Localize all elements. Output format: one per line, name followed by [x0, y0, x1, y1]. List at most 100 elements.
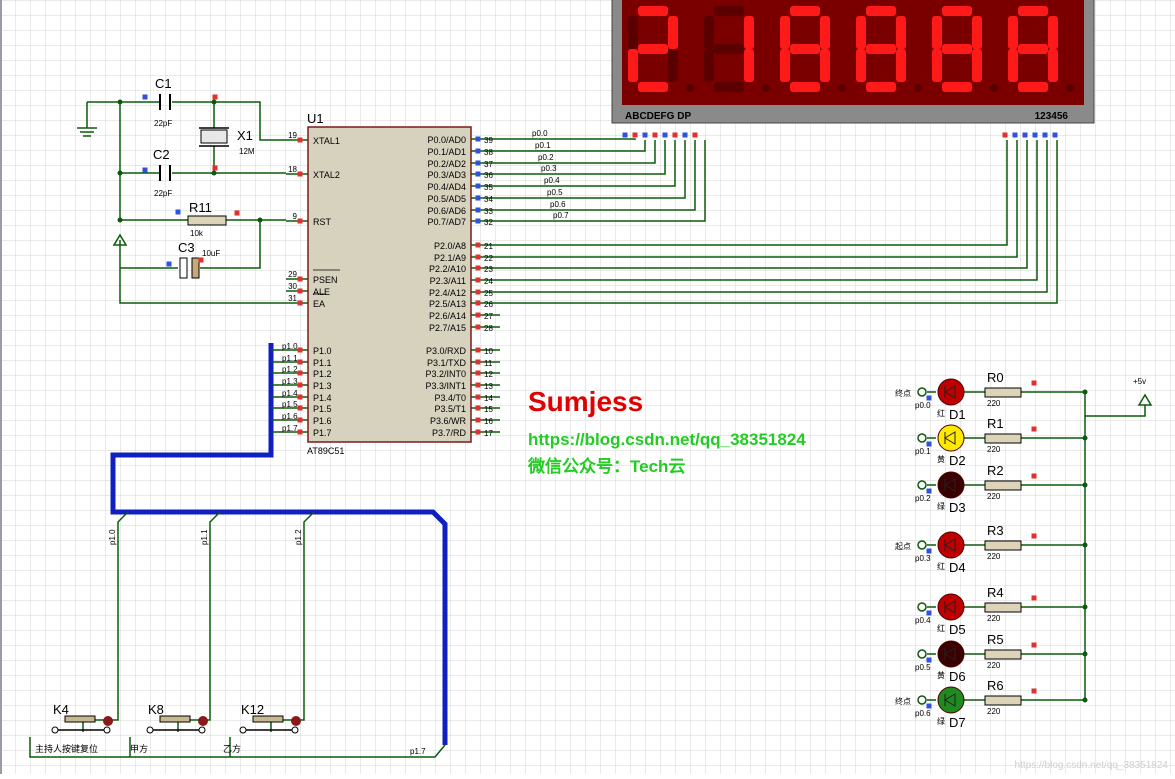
- resistor-R0: [984, 387, 1022, 398]
- wire-p0.2: [500, 140, 656, 164]
- button-cap-K12: [252, 715, 284, 723]
- led-D4: [937, 531, 965, 559]
- pin-marker: [1031, 426, 1037, 432]
- junction-dot: [1082, 604, 1088, 610]
- pin-num-13: 13: [484, 382, 493, 391]
- r11-body: [187, 215, 227, 226]
- net-label-p0.1: p0.1: [535, 141, 551, 150]
- segment-a: [638, 6, 668, 16]
- segment-c: [1048, 49, 1058, 82]
- pin-marker: [926, 488, 932, 494]
- net-label-p0.4: p0.4: [544, 176, 560, 185]
- pin-marker: [142, 94, 148, 100]
- pin-marker: [1031, 688, 1037, 694]
- pin-marker: [297, 288, 303, 294]
- display-com-labels: 123456: [1035, 111, 1069, 122]
- wire-ea: [119, 240, 286, 304]
- power-label: +5v: [1133, 377, 1146, 386]
- segment-a: [866, 6, 896, 16]
- pin-marker: [475, 254, 481, 260]
- wire-p2-2: [500, 140, 1028, 269]
- pin-marker: [475, 347, 481, 353]
- p1-net-label-7: p1.7: [282, 424, 298, 433]
- pin-name-P2.3/A11: P2.3/A11: [430, 276, 466, 286]
- pin-num-23: 23: [484, 265, 493, 274]
- button-net-K12: p1.2: [294, 529, 303, 545]
- net-label-p0.3: p0.3: [541, 164, 557, 173]
- pin-marker: [297, 405, 303, 411]
- wire-p2-4: [500, 140, 1048, 293]
- pin-marker: [475, 148, 481, 154]
- segment-e: [628, 49, 638, 82]
- mcu-body: [307, 126, 472, 443]
- p1-net-label-4: p1.4: [282, 389, 298, 398]
- pin-marker: [297, 276, 303, 282]
- led-terminal-D5: [917, 602, 927, 612]
- segment-dp: [914, 84, 922, 92]
- pin-marker: [1012, 132, 1018, 138]
- pin-name-P2.4/A12: P2.4/A12: [429, 288, 466, 298]
- pin-marker: [926, 548, 932, 554]
- led-symbol-D4: [944, 538, 956, 552]
- pin-name-XTAL2: XTAL2: [313, 170, 340, 180]
- pin-num-12: 12: [484, 370, 493, 379]
- pin-name-P0.0/AD0: P0.0/AD0: [427, 135, 466, 145]
- p1-net-label-5: p1.5: [282, 400, 298, 409]
- resistor-ref-R0: R0: [987, 370, 1004, 385]
- pin-name-P1.2: P1.2: [313, 369, 332, 379]
- seven-segment-digit: [932, 6, 998, 92]
- led-ref-D1: D1: [949, 407, 966, 422]
- mcu-part: AT89C51: [307, 446, 344, 456]
- wire-p2-5: [500, 140, 1058, 304]
- pin-num-25: 25: [484, 289, 493, 298]
- pin-name-P0.2/AD2: P0.2/AD2: [427, 159, 466, 169]
- pin-marker: [297, 359, 303, 365]
- wire-button-K4: [82, 511, 129, 732]
- segment-a: [714, 6, 744, 16]
- seven-segment-digit: [1008, 6, 1074, 92]
- pin-name-P1.0: P1.0: [313, 346, 332, 356]
- pin-marker: [234, 210, 240, 216]
- pin-name-P0.6/AD6: P0.6/AD6: [427, 206, 466, 216]
- pin-num-33: 33: [484, 207, 493, 216]
- resistor-R6: [984, 695, 1022, 706]
- resistor-ref-R3: R3: [987, 523, 1004, 538]
- led-D2: [937, 424, 965, 452]
- segment-f: [628, 16, 638, 49]
- c1-ref: C1: [155, 76, 172, 91]
- junction-dot: [211, 170, 217, 176]
- segment-f: [1008, 16, 1018, 49]
- vcc-arrow: [1137, 393, 1153, 406]
- led-color-D5: 红: [937, 623, 945, 633]
- led-ref-D5: D5: [949, 622, 966, 637]
- seven-segment-digit: [628, 6, 694, 92]
- led-net-D6: p0.5: [915, 663, 931, 672]
- led-side-label-D1: 终点: [895, 388, 911, 398]
- pin-marker: [297, 429, 303, 435]
- pin-marker: [142, 167, 148, 173]
- wires-layer: [29, 101, 1146, 758]
- junction-dot: [1082, 542, 1088, 548]
- pin-marker: [198, 257, 204, 263]
- pin-num-38: 38: [484, 148, 493, 157]
- pin-name-RST: RST: [313, 217, 332, 227]
- p1-bus: [110, 343, 448, 745]
- c3-plate: [179, 257, 188, 279]
- junction-dot: [257, 217, 263, 223]
- button-terminal: [291, 726, 299, 734]
- segment-b: [744, 16, 754, 49]
- led-color-D4: 红: [937, 561, 945, 571]
- pin-marker: [175, 209, 181, 215]
- pin-name-P0.5/AD5: P0.5/AD5: [427, 194, 466, 204]
- segment-d: [942, 82, 972, 92]
- led-symbol-D2: [944, 431, 956, 445]
- button-ref-K12: K12: [241, 702, 264, 717]
- pin-marker: [475, 429, 481, 435]
- pin-num-30: 30: [288, 282, 297, 291]
- footer-watermark: https://blog.csdn.net/qq_38351824: [1015, 760, 1169, 771]
- pin-marker: [475, 289, 481, 295]
- pin-marker: [475, 160, 481, 166]
- segment-f: [856, 16, 866, 49]
- r11-ref: R11: [189, 200, 212, 215]
